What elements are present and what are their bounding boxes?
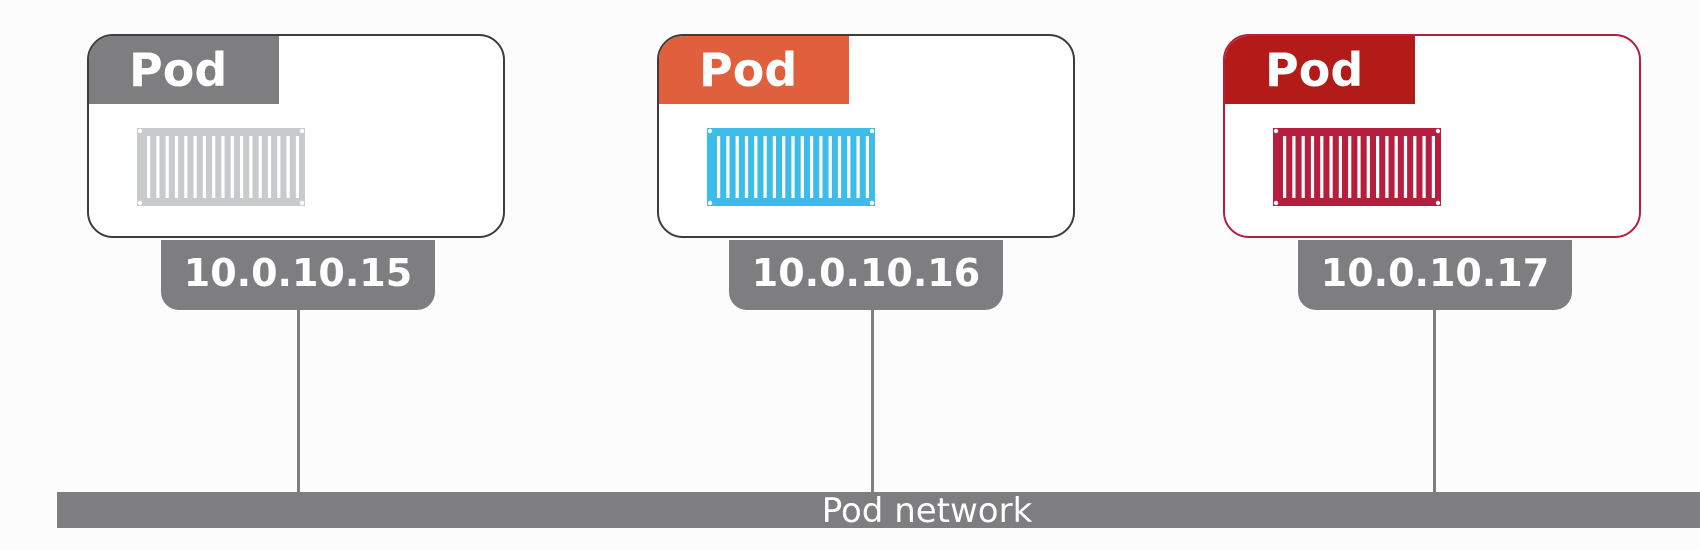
pod-link-line-1 — [297, 310, 300, 492]
pod-label: Pod — [89, 36, 279, 104]
pod-link-line-3 — [1433, 310, 1436, 492]
pod-network-bar: Pod network — [57, 491, 1700, 531]
pod-card-1: Pod — [87, 34, 505, 238]
pod-label: Pod — [1225, 36, 1415, 104]
pod-link-line-2 — [871, 310, 874, 492]
pod-card-2: Pod — [657, 34, 1075, 238]
pod-ip-badge-2: 10.0.10.16 — [729, 240, 1003, 310]
shipping-container-icon — [707, 128, 875, 206]
pod-ip-badge-3: 10.0.10.17 — [1298, 240, 1572, 310]
pod-label: Pod — [659, 36, 849, 104]
pod-card-3: Pod — [1223, 34, 1641, 238]
pod-network-label: Pod network — [821, 491, 1033, 531]
pod-ip-badge-1: 10.0.10.15 — [161, 240, 435, 310]
shipping-container-icon — [1273, 128, 1441, 206]
shipping-container-icon — [137, 128, 305, 206]
